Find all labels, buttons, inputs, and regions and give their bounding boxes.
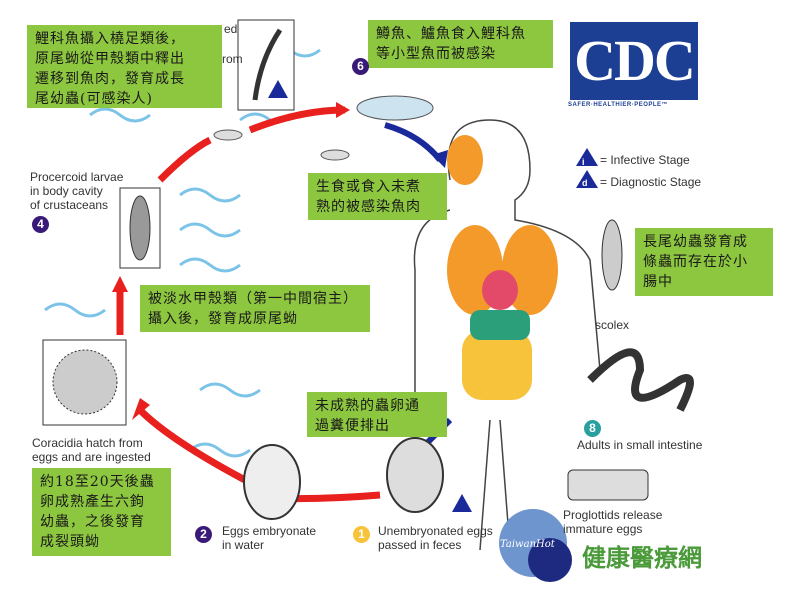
note-line: 約18至20天後蟲 <box>40 474 155 490</box>
stage-8-badge: 8 <box>584 420 601 437</box>
legend-infective: = Infective Stage <box>600 153 690 167</box>
note-line: 鱒魚、鱸魚食入鯉科魚 <box>376 26 526 42</box>
diagnostic-stage-marker <box>452 494 472 512</box>
human-body <box>413 119 601 551</box>
note-line: 長尾幼蟲發育成 <box>643 234 748 250</box>
intestine <box>462 330 532 400</box>
cdc-tagline: SAFER·HEALTHIER·PEOPLE™ <box>568 102 669 108</box>
adult-tapeworm <box>587 348 694 412</box>
water-waves <box>44 42 321 502</box>
taiwanhot-watermark: TaiwanHot <box>500 539 555 550</box>
proglottid <box>567 469 649 501</box>
legend-diagnostic: = Diagnostic Stage <box>600 175 702 189</box>
note-predator-fish: 鱒魚、鱸魚食入鯉科魚等小型魚而被感染 <box>368 20 553 68</box>
note-line: 熟的被感染魚肉 <box>316 199 421 215</box>
note-egg-maturation: 約18至20天後蟲卵成熟產生六鉤幼蟲，之後發育成裂頭蚴 <box>32 468 171 556</box>
note-line: 鯉科魚攝入橈足類後， <box>35 31 185 47</box>
note-line: 尾幼蟲(可感染人) <box>35 91 153 107</box>
diagnostic-symbol: d <box>582 178 588 188</box>
label-fragment: ed <box>224 22 238 36</box>
head-organ <box>447 135 483 185</box>
note-line: 生食或食入未煮 <box>316 179 421 195</box>
diagnostic-icon <box>576 170 598 188</box>
note-line: 被淡水甲殼類（第一中間宿主） <box>148 291 358 307</box>
note-line: 成裂頭蚴 <box>40 534 100 550</box>
note-line: 遷移到魚肉，發育成長 <box>35 71 185 87</box>
note-line: 幼蟲，之後發育 <box>40 514 145 530</box>
note-feces: 未成熟的蟲卵通過糞便排出 <box>307 392 447 437</box>
stage-4-badge: 4 <box>32 216 49 233</box>
infective-stage-marker <box>268 80 288 98</box>
note-line: 過糞便排出 <box>315 418 390 434</box>
stage-2-badge: 2 <box>195 526 212 543</box>
fish <box>213 95 434 161</box>
note-line: 未成熟的蟲卵通 <box>315 398 420 414</box>
cdc-logo: CDC <box>570 22 698 100</box>
embryonated-egg <box>243 444 301 520</box>
note-line: 腸中 <box>643 274 673 290</box>
site-watermark: 健康醫療網 <box>582 545 702 572</box>
note-crustacean: 被淡水甲殼類（第一中間宿主） 攝入後，發育成原尾蚴 <box>140 285 370 332</box>
note-raw-fish: 生食或食入未煮熟的被感染魚肉 <box>308 173 447 220</box>
stomach <box>470 310 530 340</box>
stage-1-badge: 1 <box>353 526 370 543</box>
heart <box>482 270 518 310</box>
infective-icon <box>576 148 598 166</box>
note-line: 原尾蚴從甲殼類中釋出 <box>35 51 185 67</box>
label-scolex: scolex <box>595 318 630 332</box>
note-line: 卵成熟產生六鉤 <box>40 494 145 510</box>
note-line: 等小型魚而被感染 <box>376 46 496 62</box>
unembryonated-egg <box>386 437 444 513</box>
infective-symbol: i <box>582 157 585 167</box>
note-fish-ingest: 鯉科魚攝入橈足類後， 原尾蚴從甲殼類中釋出遷移到魚肉，發育成長尾幼蟲(可感染人) <box>27 25 222 108</box>
stage-6-badge: 6 <box>352 58 369 75</box>
note-line: 攝入後，發育成原尾蚴 <box>148 311 298 327</box>
note-adult-worm: 長尾幼蟲發育成條蟲而存在於小腸中 <box>635 228 773 296</box>
label-adults: Adults in small intestine <box>577 438 703 452</box>
scolex-image <box>601 219 623 291</box>
label-fragment: rom <box>222 52 243 66</box>
note-line: 條蟲而存在於小 <box>643 254 748 270</box>
